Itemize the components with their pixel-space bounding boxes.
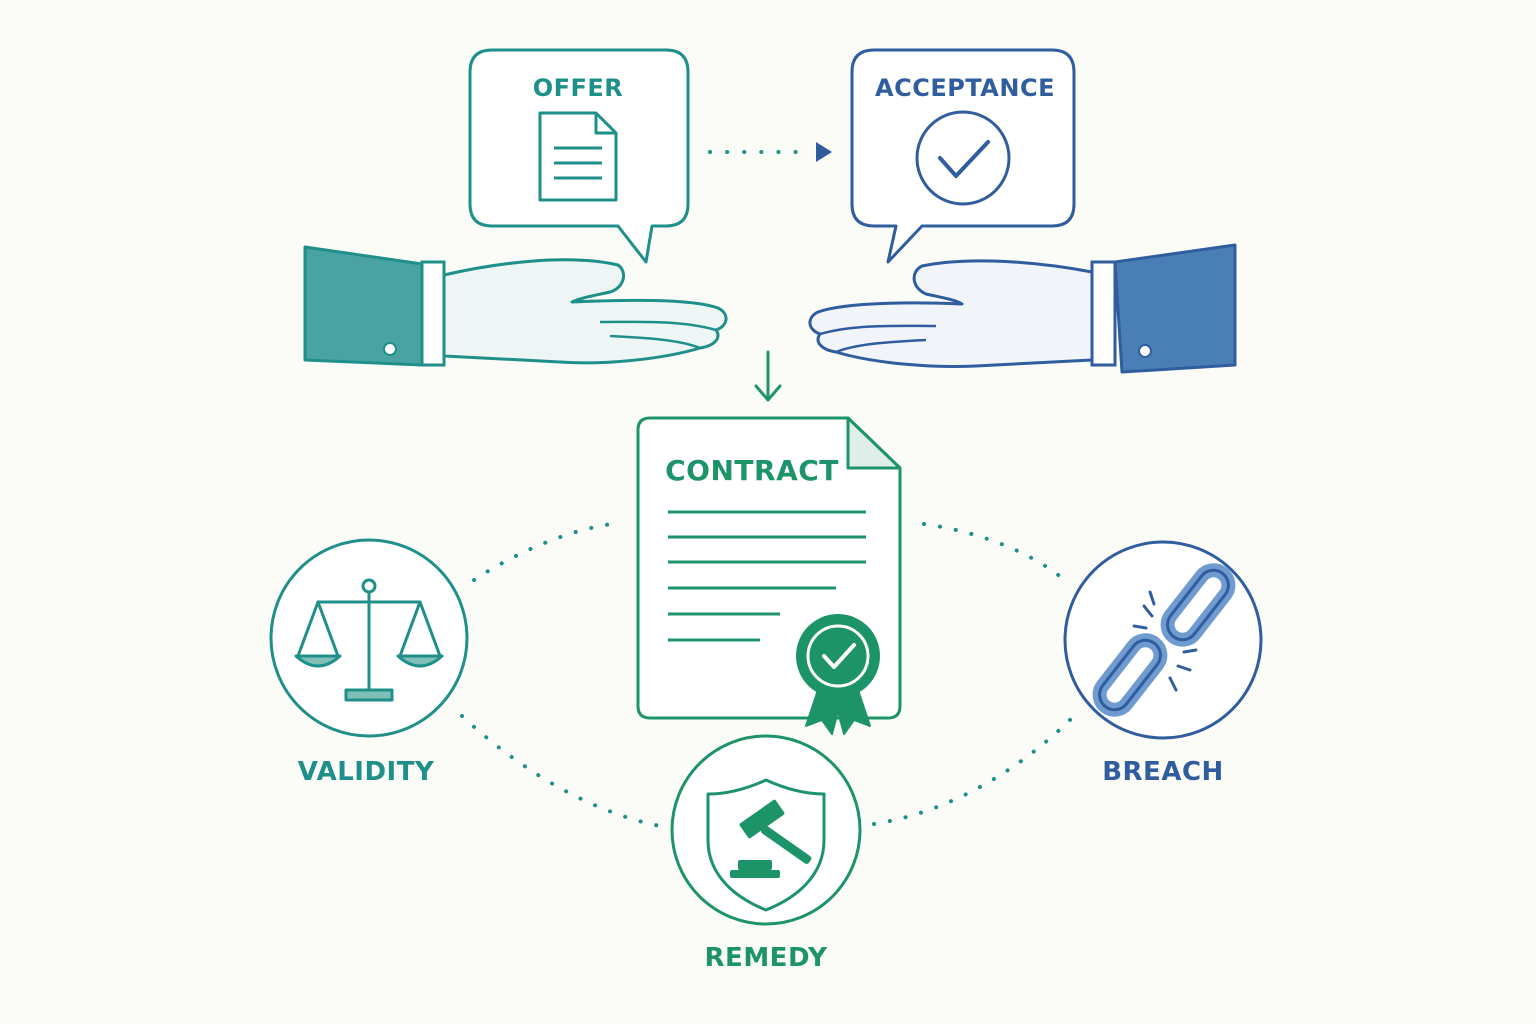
breach-label: BREACH: [1102, 757, 1224, 787]
offer-to-acceptance-arrow: [708, 142, 832, 162]
dotted-ring: [460, 522, 1076, 828]
down-arrow: [754, 350, 782, 402]
remedy-circle: [670, 734, 862, 926]
document-icon: [538, 111, 618, 202]
offer-bubble: [468, 48, 690, 264]
breach-circle: [1063, 540, 1263, 740]
acceptance-label: ACCEPTANCE: [875, 74, 1055, 102]
gavel-shield-icon: [706, 778, 826, 912]
right-hand: [808, 243, 1237, 374]
validity-label: VALIDITY: [297, 757, 435, 787]
broken-chain-icon: [1092, 563, 1236, 717]
remedy-label: REMEDY: [704, 943, 828, 973]
contract-document: [636, 416, 902, 735]
contract-label: CONTRACT: [665, 454, 839, 487]
scales-of-justice-icon: [294, 578, 444, 702]
certified-seal-icon: [796, 614, 880, 735]
acceptance-bubble: [850, 48, 1076, 264]
validity-circle: [269, 538, 469, 738]
checkmark-circle-icon: [915, 110, 1011, 206]
left-hand: [303, 245, 728, 367]
offer-label: OFFER: [532, 74, 624, 102]
